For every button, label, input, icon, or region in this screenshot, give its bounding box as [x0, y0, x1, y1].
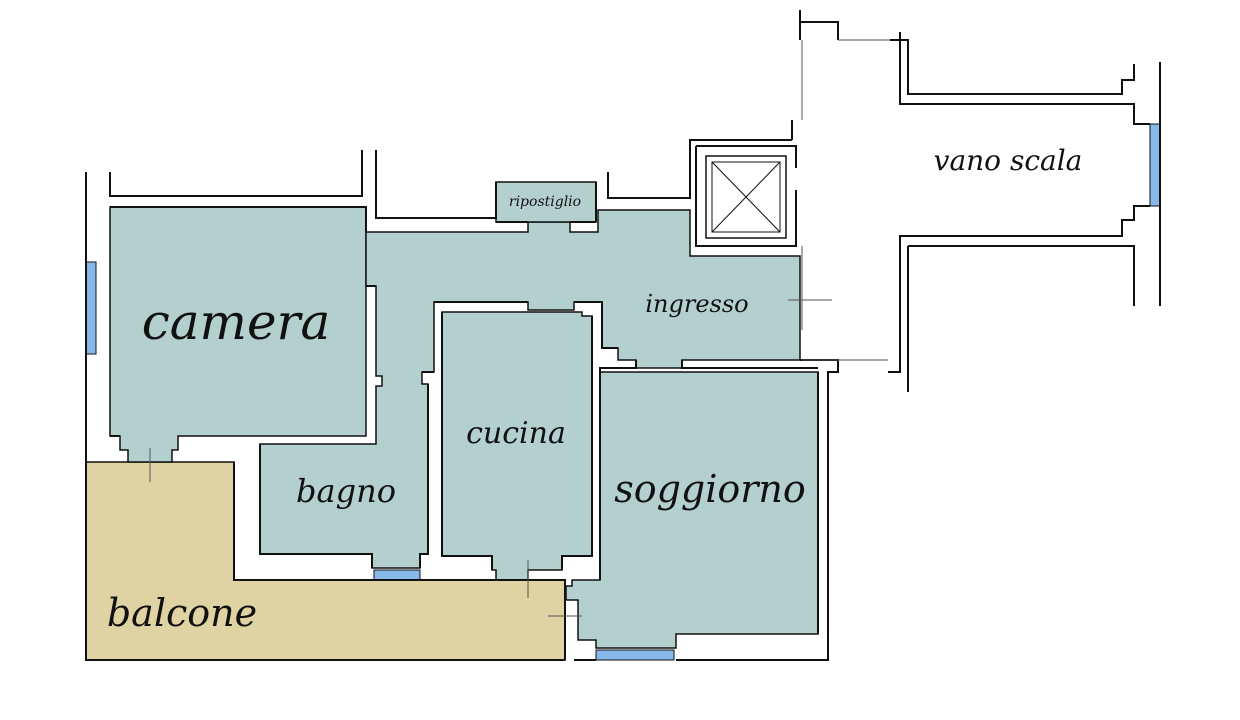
windows — [85, 123, 1161, 661]
window-bagno — [373, 569, 421, 581]
interior-rooms — [109, 181, 819, 649]
label-vano-scala: vano scala — [934, 144, 1083, 177]
room-soggiorno — [565, 371, 819, 649]
label-ingresso: ingresso — [645, 290, 748, 318]
walls — [85, 10, 1161, 661]
label-cucina: cucina — [466, 416, 566, 451]
label-bagno: bagno — [296, 472, 396, 510]
label-ripostiglio: ripostiglio — [509, 194, 581, 210]
elevator-symbol — [705, 155, 787, 239]
window-camera — [85, 261, 97, 355]
window-vano-scala — [1149, 123, 1161, 207]
label-camera: camera — [142, 293, 331, 351]
door-marks — [149, 299, 832, 617]
window-soggiorno — [595, 649, 675, 661]
label-soggiorno: soggiorno — [614, 467, 806, 511]
room-ingresso — [259, 209, 801, 569]
label-balcone: balcone — [107, 591, 257, 635]
landing-lines — [801, 39, 890, 361]
